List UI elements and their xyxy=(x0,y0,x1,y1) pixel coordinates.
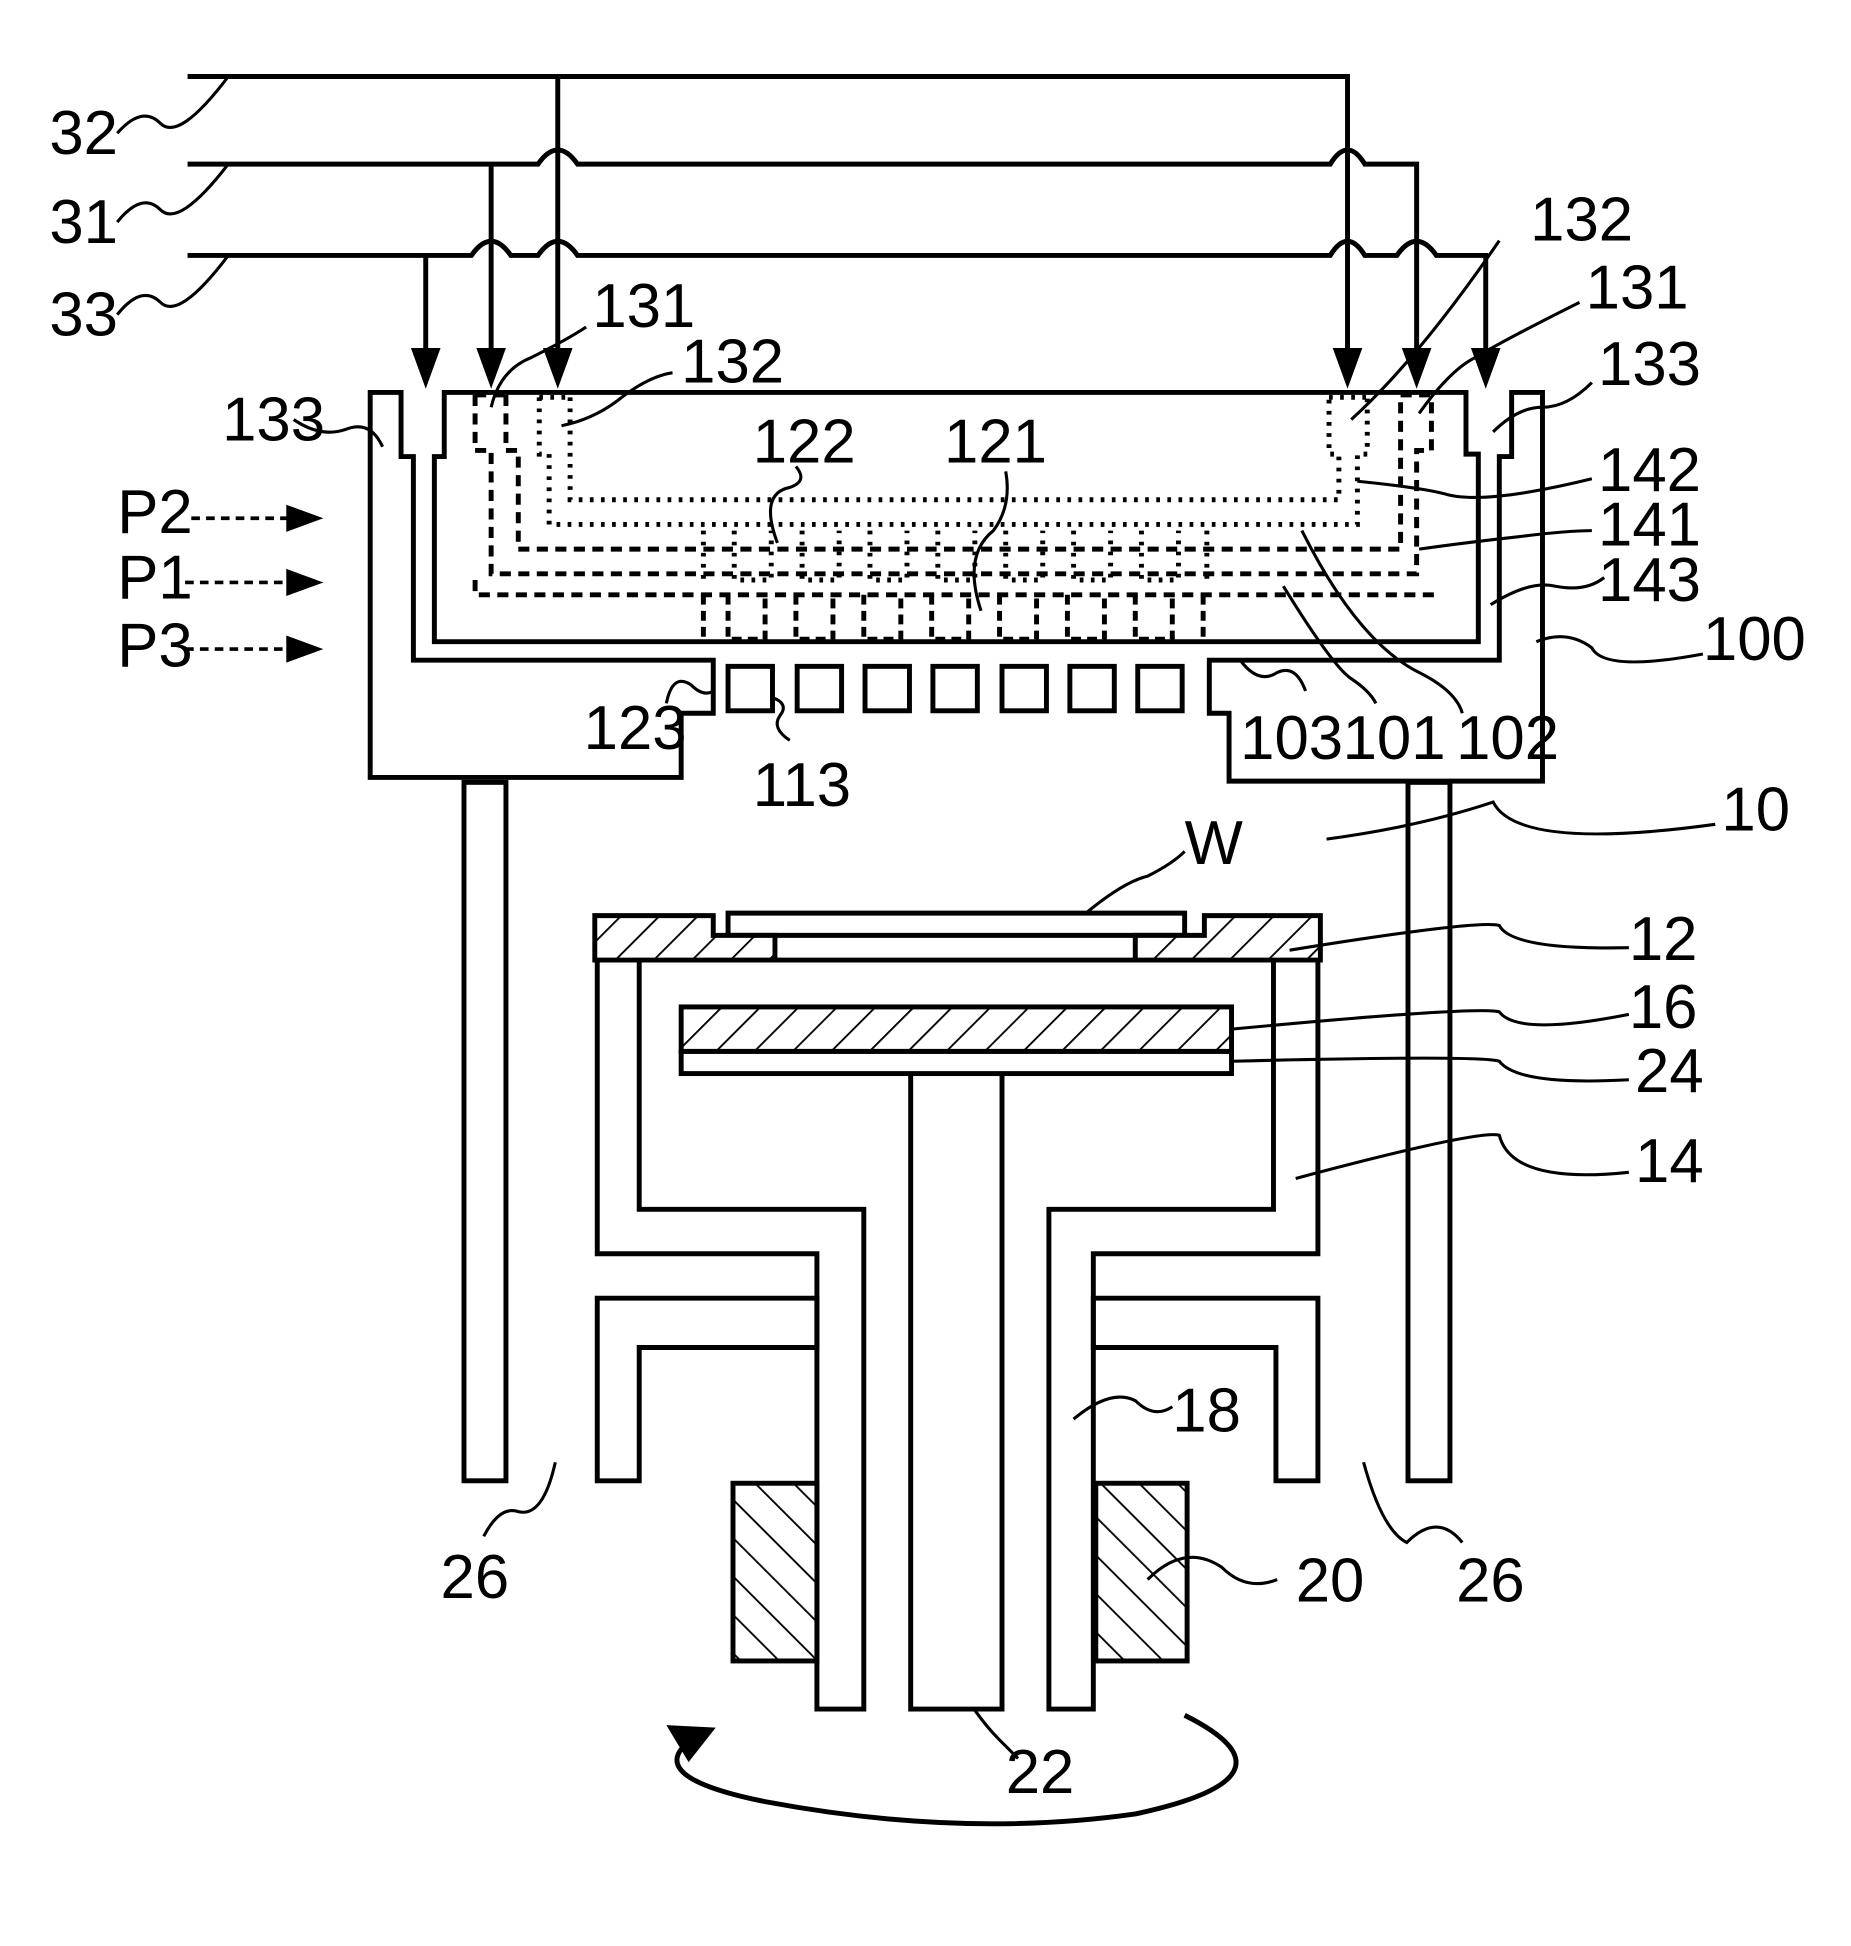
label-31: 31 xyxy=(49,188,118,257)
leader-lines xyxy=(117,77,1715,1759)
label-100: 100 xyxy=(1703,605,1806,674)
label-p3: P3 xyxy=(117,611,192,680)
label-132-left: 132 xyxy=(681,328,784,397)
label-103: 103 xyxy=(1240,704,1343,773)
label-16: 16 xyxy=(1629,973,1698,1042)
label-w: W xyxy=(1185,809,1244,878)
label-24: 24 xyxy=(1635,1037,1704,1106)
label-131-right: 131 xyxy=(1586,253,1689,322)
reference-labels: 32 31 33 131 132 133 132 131 133 P2 P1 P… xyxy=(49,99,1805,1807)
label-121: 121 xyxy=(944,408,1047,477)
label-10: 10 xyxy=(1721,775,1790,844)
supply-arrowheads xyxy=(411,348,1501,389)
rotation-arrow xyxy=(666,1715,1236,1824)
label-14: 14 xyxy=(1635,1127,1704,1196)
label-20: 20 xyxy=(1296,1547,1365,1616)
label-143: 143 xyxy=(1598,546,1701,615)
pressure-arrows xyxy=(185,518,296,649)
label-101: 101 xyxy=(1343,704,1446,773)
pressure-arrowheads xyxy=(286,505,323,663)
label-22: 22 xyxy=(1006,1738,1075,1807)
label-18: 18 xyxy=(1172,1376,1241,1445)
rotor-20-right xyxy=(1096,1483,1187,1661)
label-32: 32 xyxy=(49,99,118,168)
rotor-20-left xyxy=(733,1483,817,1661)
label-12: 12 xyxy=(1629,905,1698,974)
label-p2: P2 xyxy=(117,478,192,547)
label-123: 123 xyxy=(584,694,687,763)
label-26-right: 26 xyxy=(1456,1547,1525,1616)
label-p1: P1 xyxy=(117,543,192,612)
label-122: 122 xyxy=(753,408,856,477)
label-131-left: 131 xyxy=(592,272,695,341)
ring-12-right xyxy=(1135,916,1320,960)
supply-line-33 xyxy=(188,241,1486,380)
ring-12 xyxy=(595,916,775,960)
label-113: 113 xyxy=(753,751,851,820)
label-26-left: 26 xyxy=(441,1543,510,1612)
label-33: 33 xyxy=(49,281,118,350)
supply-line-31 xyxy=(188,150,1417,380)
tubes-121 xyxy=(703,595,1203,639)
label-132-right: 132 xyxy=(1530,186,1633,255)
heater-16 xyxy=(681,1007,1231,1051)
label-133-right: 133 xyxy=(1598,330,1701,399)
label-133-left: 133 xyxy=(222,386,325,455)
label-102: 102 xyxy=(1456,704,1559,773)
